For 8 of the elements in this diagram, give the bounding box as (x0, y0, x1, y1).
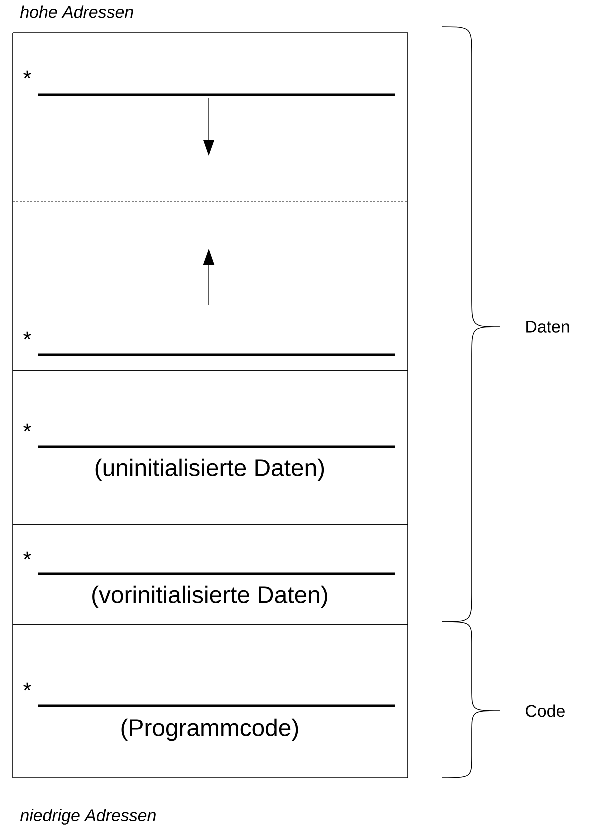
memory-segment: * (uninitialisierte Daten) (12, 370, 408, 526)
memory-segment: * (12, 202, 408, 372)
address-label: niedrige Adressen (20, 809, 156, 825)
memory-segment: * (Programmcode) (12, 624, 408, 778)
memory-segment: * (vorinitialisierte Daten) (12, 524, 408, 626)
memory-segment: * (12, 32, 408, 202)
brace-label: Code (526, 704, 565, 718)
brace-label: Daten (526, 321, 570, 333)
